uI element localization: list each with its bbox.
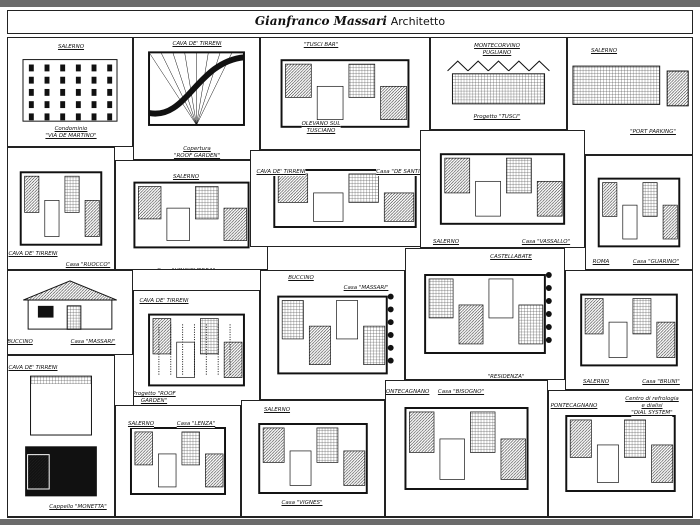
project-label: CAVA DE' TIRRENI [172, 41, 222, 48]
architectural-drawing [258, 423, 368, 494]
project-label: Cappello "MONETTA" [49, 504, 107, 511]
project-label: Casa "GUARINO" [632, 259, 680, 266]
project-label: Casa "VASSALLO" [521, 239, 571, 246]
project-label: Casa "DE SANTIS" [376, 169, 426, 176]
project-label: "ROOF GARDEN" [173, 153, 221, 159]
page-title: Gianfranco Massari Architetto [7, 10, 693, 34]
project-label: SALERNO [582, 379, 610, 386]
architectural-drawing [129, 427, 227, 495]
project-label: Centro di refrologia [625, 396, 679, 403]
project-condominio-via-de-martino: SALERNO Condominio"VIA DE MARTINO" [7, 37, 133, 147]
project-label: SALERNO [57, 44, 85, 51]
project-label: "DIAL SYSTEM" [631, 410, 673, 417]
architectural-drawing [424, 272, 552, 354]
project-casa-ruocco: CAVA DE' TIRRENI Casa "RUOCCO" [7, 147, 115, 270]
project-casa-guarino: ROMA Casa "GUARINO" [585, 155, 693, 270]
project-casa-vignes: SALERNO Casa "VIGNES" [241, 400, 385, 517]
project-casa-de-santis: CAVA DE' TIRRENI Casa "DE SANTIS" [250, 150, 440, 247]
project-label: Casa "VINCIGUERRA" [156, 268, 216, 269]
architectural-drawing [439, 153, 566, 225]
project-casa-vinciguerra: SALERNO Casa "VINCIGUERRA" [115, 160, 268, 270]
project-casa-vassallo: SALERNO Casa "VASSALLO" [420, 130, 585, 248]
architectural-drawing [447, 60, 550, 105]
project-label: Casa "RUOCCO" [65, 262, 111, 269]
project-label: "PORT PARKING" [630, 129, 676, 136]
project-label: e dialisi [641, 403, 663, 410]
project-label: PONTECAGNANO [386, 389, 430, 396]
project-label: "VIA DE MARTINO" [45, 133, 97, 140]
project-label: Condominio [54, 126, 88, 133]
project-casa-massari-elevation: BUCCINO Casa "MASSARI" [7, 270, 133, 355]
project-residenza-castellabate: CASTELLABATE "RESIDENZA" [405, 248, 565, 380]
architectural-drawing [22, 59, 118, 122]
top-border [0, 0, 700, 7]
project-label: SALERNO [263, 407, 291, 414]
project-label: Progetto "TUSCI" [473, 114, 521, 121]
project-label: SALERNO [127, 421, 155, 428]
project-port-parking: SALERNO "PORT PARKING" [567, 37, 693, 155]
architectural-drawing [280, 59, 410, 128]
project-label: BUCCINO [288, 275, 314, 282]
project-label: "TUSCI BAR" [303, 42, 339, 49]
project-casa-lenza: SALERNO Casa "LENZA" [115, 405, 241, 517]
project-label: CASTELLABATE [490, 254, 532, 261]
project-label: GARDEN" [140, 398, 168, 405]
project-label: TUSCIANO [306, 128, 336, 135]
project-label: Progetto "ROOF [133, 391, 176, 398]
architectural-drawing [572, 65, 689, 107]
project-label: MONTECORVINO [474, 43, 520, 50]
project-casa-bisogno: PONTECAGNANO Casa "BISOGNO" [385, 380, 548, 517]
profession: Architetto [390, 15, 446, 28]
project-label: Casa "MASSARI" [70, 339, 116, 346]
architectural-drawing [273, 169, 417, 228]
project-copertura-roof-garden: CAVA DE' TIRRENI Copertura"ROOF GARDEN" [133, 37, 260, 160]
project-label: SALERNO [172, 174, 200, 181]
architectural-drawing [133, 181, 250, 249]
project-casa-massari-plan: BUCCINO Casa "MASSARI" [260, 270, 405, 400]
architectural-drawing [565, 415, 676, 492]
project-label: PONTECAGNANO [550, 403, 598, 410]
architectural-drawing [23, 280, 117, 330]
architectural-drawing [148, 51, 245, 126]
project-label: SALERNO [432, 239, 460, 246]
project-label: SALERNO [590, 48, 618, 55]
project-label: CAVA DE' TIRRENI [256, 169, 306, 176]
project-label: Casa "BISOGNO" [437, 389, 485, 396]
project-label: Copertura [183, 146, 211, 153]
project-label: CAVA DE' TIRRENI [139, 298, 189, 305]
project-label: PUGLIANO [482, 50, 512, 57]
architectural-drawing [277, 293, 394, 375]
architectural-drawing [404, 407, 529, 490]
architectural-drawing [19, 171, 103, 246]
bottom-border [0, 519, 700, 525]
architectural-drawing [580, 293, 678, 367]
architectural-drawing [148, 313, 245, 387]
project-label: Casa "LENZA" [176, 421, 216, 428]
project-label: Casa "BRUNI" [642, 379, 680, 386]
project-label: CAVA DE' TIRRENI [8, 251, 58, 258]
project-label: ROMA [592, 259, 610, 266]
project-label: Casa "MASSARI" [343, 285, 389, 292]
project-casa-bruni: SALERNO Casa "BRUNI" [565, 270, 693, 390]
project-label: BUCCINO [7, 339, 33, 346]
architectural-drawing [25, 375, 97, 497]
architect-name: Gianfranco Massari [254, 14, 387, 28]
project-cappello-monetta: CAVA DE' TIRRENI Cappello "MONETTA" [7, 355, 115, 517]
project-label: OLEVANO SUL [301, 121, 341, 128]
project-label: Casa "VIGNES" [281, 500, 323, 507]
project-label: CAVA DE' TIRRENI [8, 365, 58, 372]
project-label: "RESIDENZA" [487, 374, 525, 380]
architectural-drawing [597, 177, 681, 248]
